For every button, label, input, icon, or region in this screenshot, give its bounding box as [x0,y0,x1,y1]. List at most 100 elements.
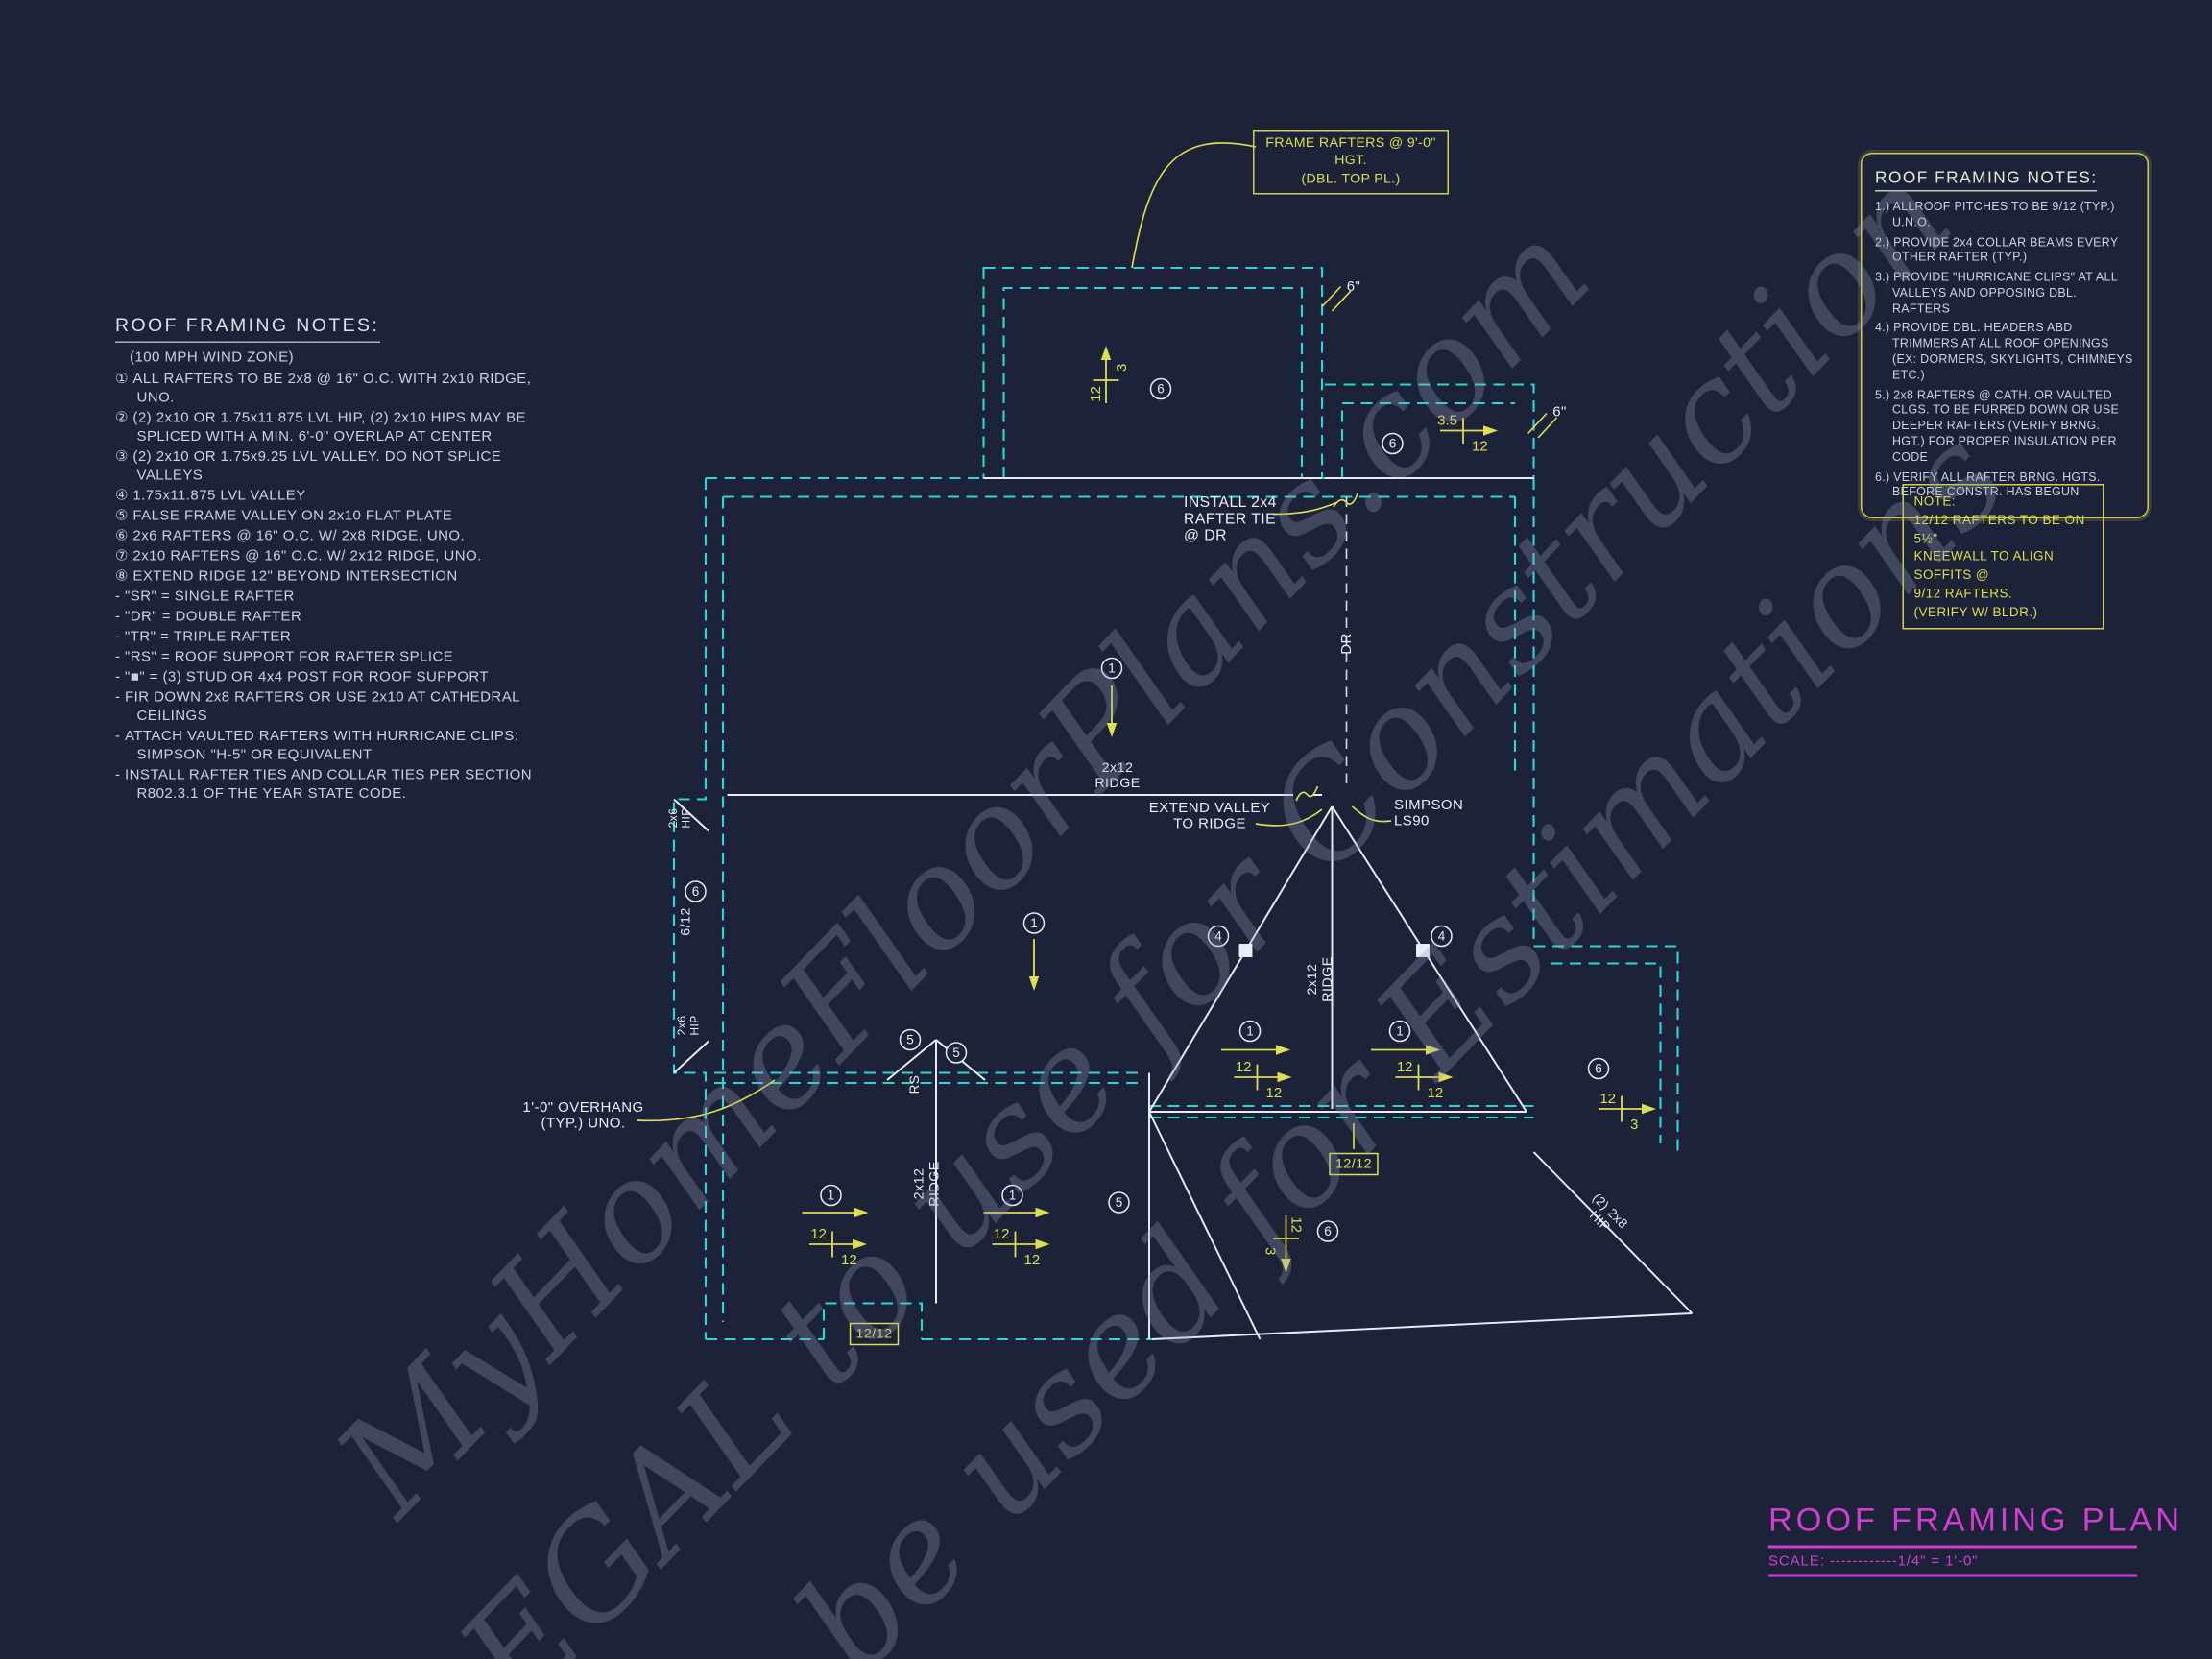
keynote-circle: 1 [820,1184,842,1207]
left-note-text: FIR DOWN 2x8 RAFTERS OR USE 2x10 AT CATH… [124,689,520,725]
left-notes-title: ROOF FRAMING NOTES: [115,314,380,343]
svg-text:12/12: 12/12 [856,1327,893,1342]
roof-section-right-bump [1533,945,1679,1152]
roof-section-upper-right [1325,383,1535,478]
right-hip-diagonal [1532,1151,1694,1314]
left-notes-subtitle: (100 MPH WIND ZONE) [130,349,295,366]
keynote-circle: 6 [685,880,707,902]
left-note-item: ②(2) 2x10 OR 1.75x11.875 LVL HIP, (2) 2x… [115,409,570,446]
left-note-item: -"RS" = ROOF SUPPORT FOR RAFTER SPLICE [115,648,570,667]
right-notes-title: ROOF FRAMING NOTES: [1875,170,2098,192]
svg-text:1: 1 [1009,1189,1017,1203]
svg-text:3.5: 3.5 [1437,413,1457,429]
keynote-circle: 5 [1108,1191,1130,1214]
plan-label: (2) 2x8HIP [1587,1190,1631,1235]
left-note-item: -INSTALL RAFTER TIES AND COLLAR TIES PER… [115,766,570,804]
plan-label: 6/12 [679,907,694,936]
left-note-marker: - [115,689,121,706]
svg-text:1: 1 [1396,1024,1404,1039]
left-note-text: "RS" = ROOF SUPPORT FOR RAFTER SPLICE [124,649,454,665]
right-note-item: 3.) PROVIDE "HURRICANE CLIPS" AT ALL VAL… [1875,269,2118,316]
svg-text:12: 12 [810,1226,827,1242]
break-squiggle [1295,785,1319,802]
plan-label: 6" [1347,278,1360,295]
page-scale: SCALE: ------------1/4" = 1'-0" [1768,1549,2137,1577]
svg-text:12: 12 [841,1252,857,1268]
roof-outline-cyan [672,266,1679,1341]
keynote-circle: 1 [1100,657,1123,680]
keynote-circle: 4 [1431,925,1453,948]
kneewall-note-line: 9/12 RAFTERS. [1913,586,2013,601]
left-note-text: "DR" = DOUBLE RAFTER [124,609,302,625]
svg-text:3: 3 [1630,1117,1638,1133]
svg-text:2x12RIDGE: 2x12RIDGE [912,1161,943,1206]
roof-support-post [1238,944,1253,957]
roof-support-post [1416,944,1430,957]
svg-text:6/12: 6/12 [679,907,694,936]
left-note-marker: - [115,629,121,645]
left-note-text: INSTALL RAFTER TIES AND COLLAR TIES PER … [124,767,532,803]
left-note-item: -"■" = (3) STUD OR 4x4 POST FOR ROOF SUP… [115,668,570,687]
left-note-text: 2x6 RAFTERS @ 16" O.C. W/ 2x8 RIDGE, UNO… [132,528,466,544]
left-note-text: 1.75x11.875 LVL VALLEY [132,488,306,504]
slope-arrow [1106,685,1118,737]
leader-lines [636,142,1558,1149]
keynote-circle: 5 [945,1042,968,1064]
plan-label: 2x6HIP [675,1015,702,1035]
frame-rafters-callout-line1: FRAME RAFTERS @ 9'-0" HGT. [1265,135,1436,170]
svg-text:DR: DR [1338,633,1355,655]
left-note-marker: - [115,767,121,783]
kneewall-note-box: NOTE:12/12 RAFTERS TO BE ON 5½"KNEEWALL … [1902,484,2104,631]
plan-label: DR [1338,633,1355,655]
left-note-marker: ⑥ [115,528,129,544]
break-squiggle [1333,492,1359,508]
svg-text:2x6HIP: 2x6HIP [666,807,693,828]
keynote-circle: 6 [1382,432,1404,455]
svg-text:12: 12 [994,1226,1010,1242]
frame-rafters-leader [1131,142,1257,269]
plan-label: 12/12 [849,1322,900,1346]
svg-text:2x12RIDGE: 2x12RIDGE [1094,760,1140,791]
right-notes-box: ROOF FRAMING NOTES: 1.) ALLROOF PITCHES … [1861,153,2149,519]
left-note-marker: ⑦ [115,548,129,565]
left-note-marker: - [115,649,121,665]
svg-text:5: 5 [1116,1195,1123,1210]
keynote-circle: 4 [1207,925,1230,948]
svg-text:2x12RIDGE: 2x12RIDGE [1305,956,1335,1001]
roof-framing-lines [673,477,1694,1340]
pitch-marker: 123 [1599,1091,1656,1133]
svg-text:4: 4 [1214,929,1222,944]
overhang-tick [1321,285,1352,312]
svg-text:6: 6 [1324,1224,1332,1238]
slope-arrow [802,1207,869,1218]
left-notes-block: ROOF FRAMING NOTES: (100 MPH WIND ZONE) … [115,314,570,805]
svg-text:12: 12 [1428,1085,1444,1101]
left-note-marker: ④ [115,488,129,504]
roof-bottom-notch [822,1302,924,1339]
plan-label: 2x12RIDGE [912,1161,943,1206]
svg-text:2x6HIP: 2x6HIP [675,1015,702,1035]
svg-text:5: 5 [952,1046,960,1060]
plan-label: 12/12 [1329,1152,1379,1176]
svg-text:6: 6 [1595,1062,1602,1076]
right-note-item: 2.) PROVIDE 2x4 COLLAR BEAMS EVERY OTHER… [1875,233,2119,265]
right-note-item: 6.) VERIFY ALL RAFTER BRNG. HGTS. BEFORE… [1875,469,2101,499]
keynote-circle: 6 [1149,377,1172,400]
keynote-circle: 1 [1001,1184,1023,1207]
keynote-circle: 6 [1587,1057,1610,1080]
svg-text:6: 6 [692,884,700,899]
left-note-marker: - [115,669,121,685]
